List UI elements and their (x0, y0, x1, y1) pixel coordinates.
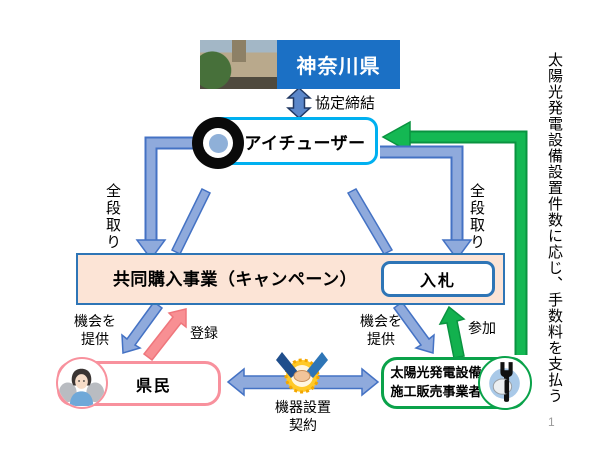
bid-label: 入札 (419, 273, 456, 290)
page-number: 1 (548, 415, 555, 429)
arrange-left-arrowhead (135, 239, 167, 261)
opportunity-right-line2: 提供 (367, 331, 395, 347)
agreement-label: 協定締結 (315, 95, 376, 112)
woman-face-graphic (58, 368, 105, 406)
arrange-left-label: 全段取り (104, 183, 121, 251)
register-label: 登録 (190, 325, 218, 341)
opportunity-left-arrow (121, 300, 164, 354)
arrange-left-arrow (146, 138, 196, 241)
kanagawa-label: 神奈川県 (296, 56, 381, 78)
opportunity-right-line1: 機会を (360, 313, 402, 329)
ichoosr-logo-dot (208, 133, 228, 153)
installer-label: 太陽光発電設備 施工販売事業者 (386, 363, 486, 401)
campaign-label: 共同購入事業（キャンペーン） (112, 270, 358, 289)
ichoosr-label: アイチューザー (244, 133, 366, 153)
contract-line2: 契約 (289, 417, 317, 433)
arrange-right-arrowhead (441, 239, 473, 261)
installer-line2: 施工販売事業者 (390, 384, 482, 399)
ichoosr-logo-ring (203, 128, 233, 158)
arrange-right-arrow (380, 147, 462, 241)
fee-note-label: 太陽光発電設備設置件数に応じ、手数料を支払う (546, 52, 563, 404)
woman-face-icon (56, 357, 108, 409)
bid-box: 入札 (381, 261, 495, 297)
opportunity-right-label: 機会を 提供 (352, 312, 410, 348)
agreement-double-arrow (286, 86, 312, 120)
installer-line1: 太陽光発電設備 (390, 365, 482, 380)
kanagawa-box: 神奈川県 (277, 40, 400, 89)
contract-line1: 機器設置 (275, 399, 331, 415)
fee-arrowhead (381, 120, 411, 154)
connector-left-diagonal (170, 187, 212, 256)
hand-wrench-icon (478, 356, 532, 410)
handshake-graphic (276, 352, 328, 394)
connector-right-diagonal (346, 188, 394, 255)
ichoosr-logo-icon (192, 117, 244, 169)
handshake-icon (272, 350, 332, 398)
participate-label: 参加 (468, 320, 496, 336)
opportunity-right-arrow (392, 300, 435, 354)
opportunity-left-line1: 機会を (74, 313, 116, 329)
participate-arrow (438, 305, 466, 359)
opportunity-left-line2: 提供 (81, 331, 109, 347)
contract-label: 機器設置 契約 (258, 398, 348, 434)
opportunity-left-label: 機会を 提供 (66, 312, 124, 348)
residents-label: 県民 (135, 377, 172, 395)
fee-arrow (410, 132, 526, 355)
register-arrow (142, 308, 187, 362)
hand-wrench-graphic (489, 362, 520, 402)
arrange-right-arrow-outline (380, 145, 464, 241)
arrange-right-label: 全段取り (468, 183, 485, 251)
prefecture-building-photo (200, 40, 277, 89)
